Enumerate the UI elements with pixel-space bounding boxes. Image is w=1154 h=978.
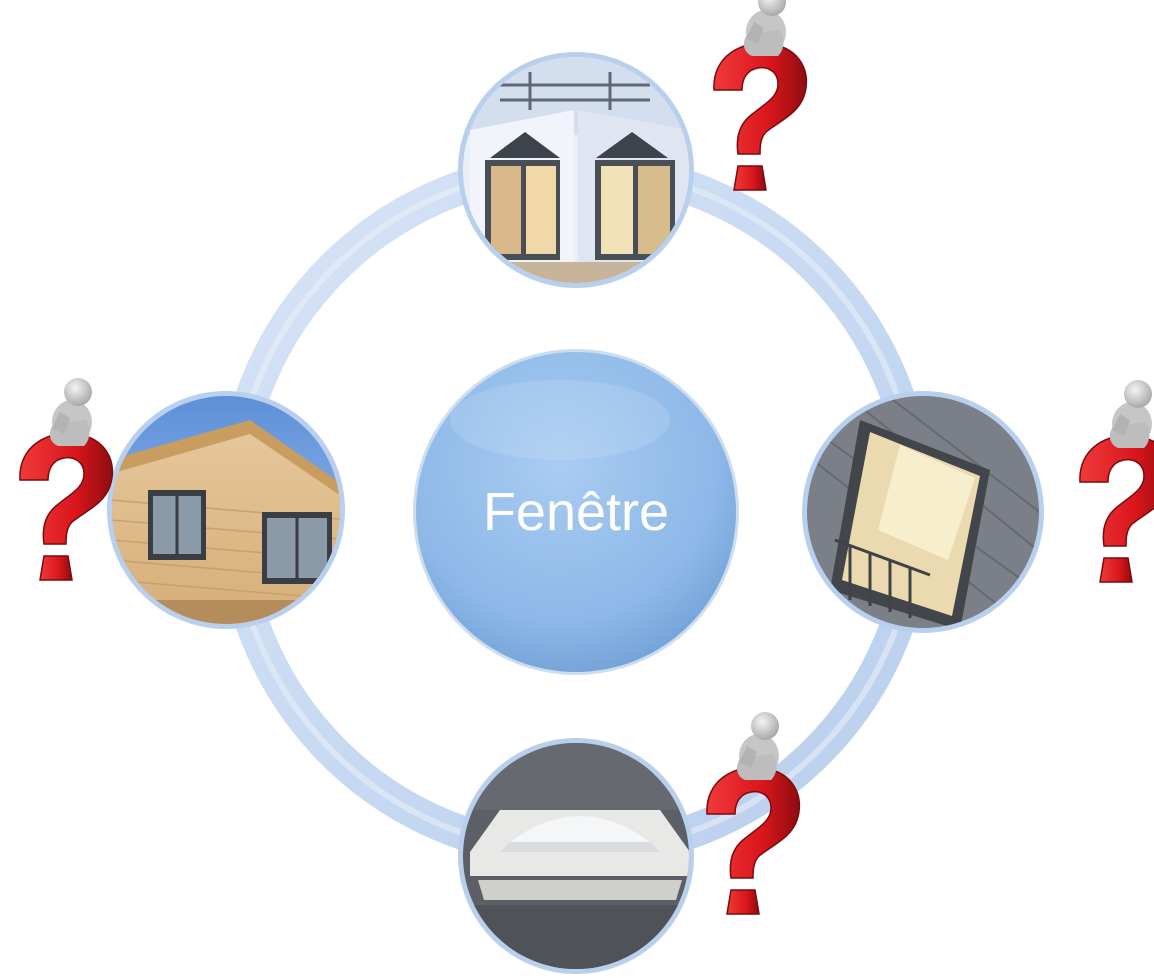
center-label: Fenêtre: [483, 482, 669, 542]
question-mark-icon: [19, 377, 114, 581]
node-left-photo: [107, 391, 345, 629]
question-mark-icon: [1079, 379, 1154, 583]
node-right-photo: [802, 391, 1044, 633]
node-bottom-photo: [458, 738, 694, 974]
node-top-photo: [458, 52, 694, 288]
question-mark-icon: [713, 0, 808, 191]
center-node: Fenêtre: [413, 349, 739, 675]
